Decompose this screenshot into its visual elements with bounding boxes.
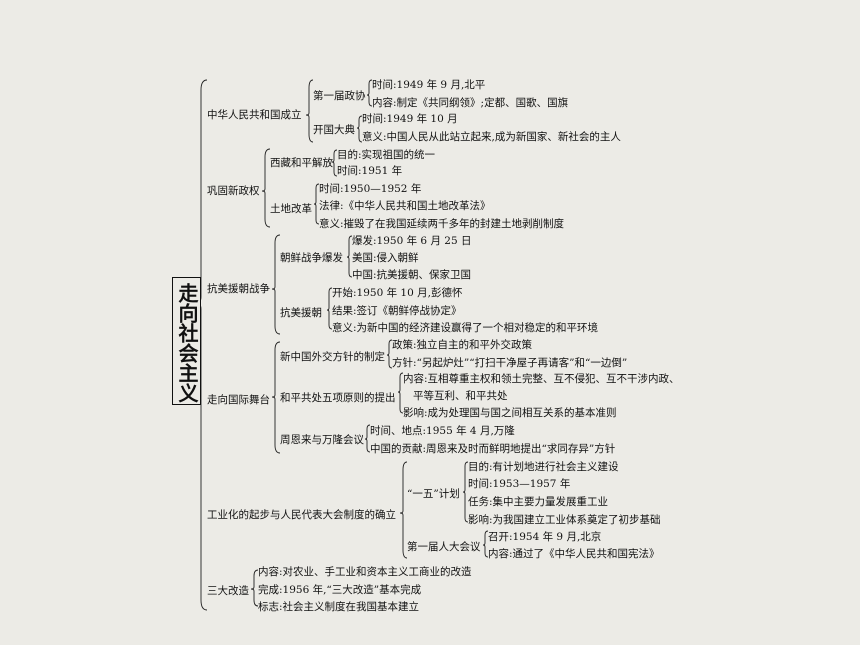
root-box	[172, 277, 201, 405]
s4b-l1b: 平等互利、和平共处	[413, 390, 508, 402]
s2-label: 巩固新政权	[207, 185, 260, 197]
brace-s4b	[397, 372, 404, 414]
s4a-label: 新中国外交方针的制定	[280, 351, 385, 363]
s2a-l1: 目的:实现祖国的统一	[337, 149, 436, 161]
s6-l2: 完成:1956 年,“三大改造”基本完成	[258, 584, 422, 596]
s3b-l2: 结果:签订《朝鲜停战协定》	[332, 305, 462, 317]
brace-s4a	[386, 339, 393, 369]
s4a-l2: 方针:“另起炉灶”“打扫干净屋子再请客”和“一边倒”	[392, 357, 628, 369]
s1-label: 中华人民共和国成立	[207, 109, 302, 121]
s3a-l3: 中国:抗美援朝、保家卫国	[352, 269, 472, 281]
s1a-l1: 时间:1949 年 9 月,北平	[372, 79, 486, 91]
s3a-label: 朝鲜战争爆发	[280, 252, 343, 264]
s5b-label: 第一届人大会议	[407, 541, 481, 553]
brace-s3a	[346, 235, 353, 278]
s1b-label: 开国大典	[313, 124, 355, 136]
s1b-l2: 意义:中国人民从此站立起来,成为新国家、新社会的主人	[362, 131, 621, 143]
brace-s1b	[356, 115, 363, 143]
s6-label: 三大改造	[207, 585, 249, 597]
s1a-l2: 内容:制定《共同纲领》;定都、国歌、国旗	[372, 97, 569, 109]
s5a-l3: 任务:集中主要力量发展重工业	[468, 496, 609, 508]
brace-s3b	[326, 287, 333, 330]
s6-l1: 内容:对农业、手工业和资本主义工商业的改造	[258, 566, 472, 578]
brace-s5b	[482, 530, 489, 558]
brace-s2a	[331, 149, 338, 177]
brace-s4c	[364, 424, 371, 453]
s5a-label: “一五”计划	[407, 488, 460, 500]
s3a-l1: 爆发:1950 年 6 月 25 日	[352, 235, 472, 247]
s3a-l2: 美国:侵入朝鲜	[352, 252, 419, 264]
s2b-l1: 时间:1950—1952 年	[319, 183, 422, 195]
s2a-label: 西藏和平解放	[270, 157, 333, 169]
s2b-label: 土地改革	[270, 203, 312, 215]
root-title: 走向社会主义	[175, 283, 199, 403]
s5b-l2: 内容:通过了《中华人民共和国宪法》	[488, 548, 660, 560]
brace-s2b	[313, 183, 320, 225]
brace-s2	[261, 148, 271, 228]
s4b-l2: 影响:成为处理国与国之间相互关系的基本准则	[403, 407, 617, 419]
s4a-l1: 政策:独立自主的和平外交政策	[392, 339, 533, 351]
s4c-l2: 中国的贡献:周恩来及时而鲜明地提出“求同存异”方针	[370, 443, 616, 455]
brace-s6	[250, 569, 259, 607]
s3b-l1: 开始:1950 年 10 月,彭德怀	[332, 287, 463, 299]
s5b-l1: 召开:1954 年 9 月,北京	[488, 531, 602, 543]
s4b-label: 和平共处五项原则的提出	[280, 392, 396, 404]
s5-label: 工业化的起步与人民代表大会制度的确立	[207, 509, 396, 521]
s4-label: 走向国际舞台	[207, 394, 270, 406]
s5a-l4: 影响:为我国建立工业体系奠定了初步基础	[468, 514, 661, 526]
brace-s5	[399, 461, 408, 559]
brace-s4	[271, 341, 281, 454]
brace-s3	[271, 234, 281, 335]
s3b-l3: 意义:为新中国的经济建设赢得了一个相对稳定的和平环境	[332, 322, 599, 334]
s2a-l2: 时间:1951 年	[337, 165, 403, 177]
s6-l3: 标志:社会主义制度在我国基本建立	[258, 601, 420, 613]
s5a-l2: 时间:1953—1957 年	[468, 478, 571, 490]
s1b-l1: 时间:1949 年 10 月	[362, 113, 458, 125]
s4b-l1: 内容:互相尊重主权和领土完整、互不侵犯、互不干涉内政、	[403, 373, 680, 385]
s5a-l1: 目的:有计划地进行社会主义建设	[468, 461, 619, 473]
s4c-l1: 时间、地点:1955 年 4 月,万隆	[370, 425, 515, 437]
s1a-label: 第一届政协	[313, 90, 366, 102]
brace-s5a	[462, 461, 469, 523]
s3-label: 抗美援朝战争	[207, 283, 270, 295]
s3b-label: 抗美援朝	[280, 307, 322, 319]
s2b-l2: 法律:《中华人民共和国土地改革法》	[319, 200, 491, 212]
s4c-label: 周恩来与万隆会议	[280, 434, 364, 446]
brace-s1	[305, 79, 314, 143]
s2b-l3: 意义:摧毁了在我国延续两千多年的封建土地剥削制度	[319, 218, 565, 230]
brace-s1a	[366, 79, 373, 107]
